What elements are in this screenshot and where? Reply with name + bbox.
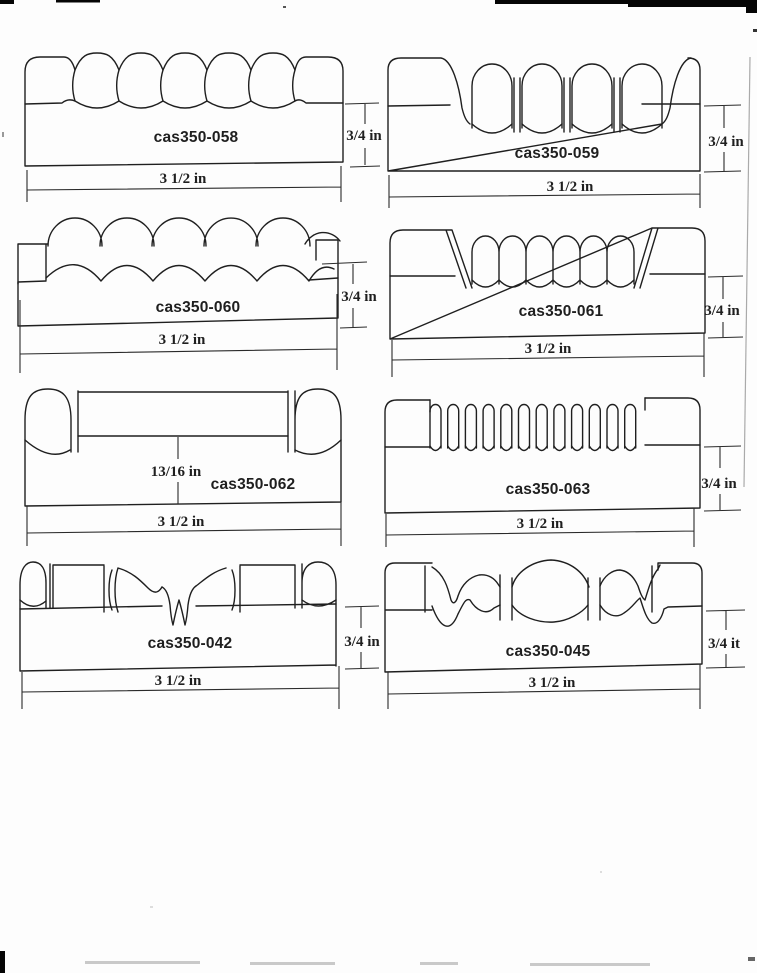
scan-bottom-dash-4 bbox=[530, 963, 650, 966]
part-label: cas350-062 bbox=[211, 476, 296, 493]
width-dimension-lines bbox=[391, 333, 705, 377]
profile-arches bbox=[47, 217, 341, 247]
scan-mark-top-right-corner bbox=[746, 0, 757, 13]
part-label: cas350-042 bbox=[148, 635, 233, 652]
profile-base bbox=[17, 277, 339, 327]
scan-speck bbox=[283, 6, 286, 8]
width-dimension-lines bbox=[387, 664, 701, 709]
part-label: cas350-060 bbox=[156, 299, 241, 316]
width-dimension-label: 3 1/2 in bbox=[525, 341, 572, 357]
profile-base-lines bbox=[389, 273, 706, 277]
profile-bead-scallops bbox=[471, 123, 663, 134]
profile-fillets bbox=[499, 574, 601, 621]
scan-mark-top-dash bbox=[56, 0, 100, 3]
scan-mark-top-right-bar bbox=[495, 0, 757, 4]
profile-outline bbox=[384, 559, 703, 673]
profile-lower-scallops bbox=[45, 264, 335, 282]
scan-bottom-dash-3 bbox=[420, 962, 458, 965]
scan-faint-dot-1 bbox=[150, 906, 153, 908]
width-dimension-label: 3 1/2 in bbox=[158, 514, 205, 530]
profile-outline bbox=[389, 227, 706, 340]
height-dimension-lines bbox=[703, 104, 742, 173]
scan-page-edge-line bbox=[743, 56, 751, 488]
drawing-cas350-060: cas350-060 3 1/2 in 3/4 in bbox=[17, 217, 377, 373]
profile-beads bbox=[471, 235, 635, 285]
part-label: cas350-045 bbox=[506, 643, 591, 660]
width-dimension-label: 3 1/2 in bbox=[529, 675, 576, 691]
height-dimension-label: 3/4 it bbox=[708, 636, 740, 652]
scan-bottom-dash-1 bbox=[85, 961, 200, 964]
scan-left-speck bbox=[2, 132, 4, 137]
width-dimension-lines bbox=[21, 666, 340, 709]
drawing-cas350-063: cas350-063 3 1/2 in 3/4 in bbox=[384, 397, 742, 547]
width-dimension-label: 3 1/2 in bbox=[160, 171, 207, 187]
drawing-cas350-059: cas350-059 3 1/2 in 3/4 in bbox=[387, 57, 744, 208]
profile-end-squares bbox=[17, 239, 339, 285]
width-dimension-label: 3 1/2 in bbox=[155, 673, 202, 689]
drawing-cas350-058: cas350-058 3 1/2 in 3/4 in bbox=[24, 52, 382, 202]
scan-mark-top-right-thick bbox=[628, 0, 757, 7]
scan-mark-right-tick bbox=[753, 29, 757, 32]
part-label: cas350-059 bbox=[515, 145, 600, 162]
height-dimension-label: 3/4 in bbox=[341, 289, 377, 305]
profile-outline bbox=[384, 397, 701, 514]
height-dimension-label: 3/4 in bbox=[704, 303, 740, 319]
drawing-cas350-045: cas350-045 3 1/2 in 3/4 it bbox=[384, 559, 746, 709]
profile-outline bbox=[24, 52, 344, 167]
drawing-cas350-062: cas350-062 3 1/2 in 13/16 in bbox=[24, 388, 342, 546]
width-dimension-lines bbox=[26, 166, 342, 202]
scan-mark-bottom-left bbox=[0, 951, 5, 973]
width-dimension-lines bbox=[26, 502, 342, 546]
height-dimension-lines bbox=[707, 275, 744, 339]
height-dimension-label: 13/16 in bbox=[151, 464, 202, 480]
width-dimension-lines bbox=[388, 174, 701, 208]
height-dimension-label: 3/4 in bbox=[708, 134, 744, 150]
height-dimension-lines bbox=[703, 445, 742, 512]
scan-mark-top-left bbox=[0, 0, 14, 4]
profile-lower-wave bbox=[431, 597, 703, 627]
part-label: cas350-061 bbox=[519, 303, 604, 320]
profile-bead-slots bbox=[513, 77, 621, 133]
height-dimension-label: 3/4 in bbox=[346, 128, 382, 144]
profile-panel-sides bbox=[24, 435, 342, 455]
scan-bottom-right-dash bbox=[748, 957, 755, 961]
scan-faint-dot-2 bbox=[600, 871, 602, 873]
width-dimension-label: 3 1/2 in bbox=[159, 332, 206, 348]
profile-reed-scallops bbox=[429, 445, 637, 452]
height-dimension-lines bbox=[705, 609, 746, 669]
drawing-cas350-042: cas350-042 3 1/2 in 3/4 in bbox=[19, 561, 380, 709]
profile-outline bbox=[24, 388, 342, 507]
height-dimension-lines bbox=[344, 605, 380, 670]
part-label: cas350-058 bbox=[154, 129, 239, 146]
part-label: cas350-063 bbox=[506, 481, 591, 498]
profile-outline bbox=[387, 57, 701, 172]
profile-beads bbox=[471, 63, 663, 129]
profile-bead-scallops bbox=[471, 279, 635, 288]
profile-outline bbox=[19, 561, 337, 672]
drawing-cas350-061: cas350-061 3 1/2 in 3/4 in bbox=[389, 227, 744, 377]
width-dimension-lines bbox=[385, 508, 695, 547]
profile-center-cusps bbox=[161, 585, 197, 626]
height-dimension-label: 3/4 in bbox=[344, 634, 380, 650]
height-dimension-lines bbox=[344, 102, 381, 168]
scan-bottom-dash-2 bbox=[250, 962, 335, 965]
height-dimension-lines bbox=[321, 261, 368, 329]
profile-flute-connectors bbox=[72, 69, 296, 102]
width-dimension-lines bbox=[19, 294, 338, 373]
profile-end-block-lines bbox=[387, 103, 701, 107]
profile-base-lines bbox=[384, 397, 701, 448]
width-dimension-label: 3 1/2 in bbox=[517, 516, 564, 532]
height-dimension-label: 3/4 in bbox=[701, 476, 737, 492]
profile-base-line bbox=[19, 599, 337, 610]
width-dimension-label: 3 1/2 in bbox=[547, 179, 594, 195]
profile-reeds bbox=[429, 403, 637, 449]
